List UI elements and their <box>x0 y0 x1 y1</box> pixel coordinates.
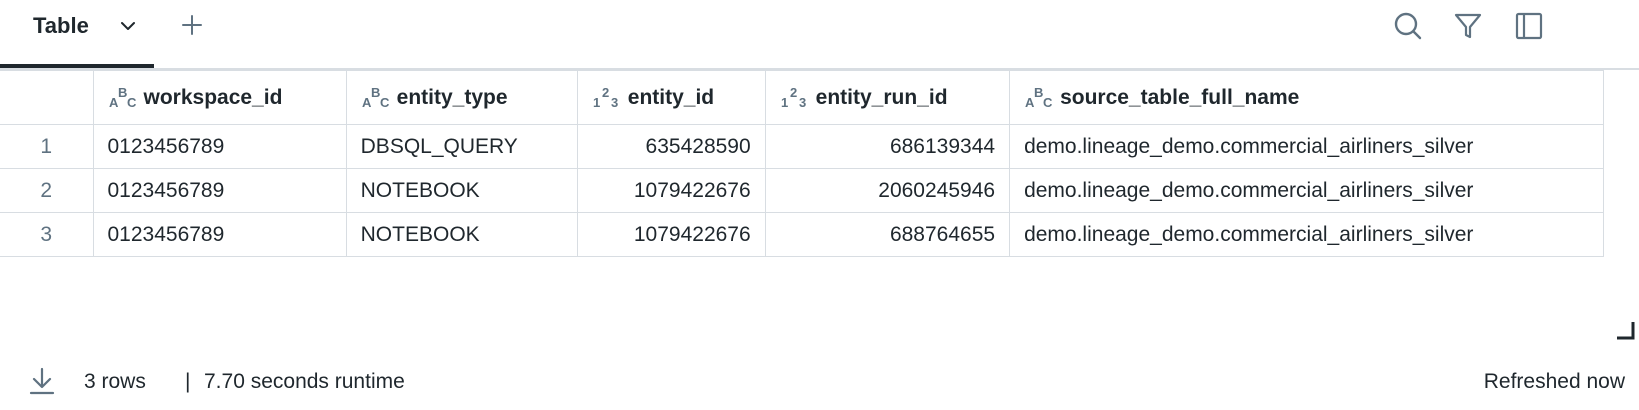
svg-text:C: C <box>127 95 137 110</box>
svg-text:A: A <box>1025 95 1035 110</box>
column-header-entity-run-id[interactable]: 1 2 3 entity_run_id <box>764 70 1011 125</box>
tab-table[interactable]: Table <box>0 0 154 68</box>
refreshed-status: Refreshed now <box>1483 370 1625 393</box>
table-cell[interactable]: 0123456789 <box>92 212 347 257</box>
results-table: A B C workspace_id A B C entity_type 1 2… <box>0 70 1604 257</box>
sidebar-panel-icon[interactable] <box>1513 10 1545 42</box>
resize-handle-icon[interactable] <box>1615 320 1635 340</box>
num-type-icon: 1 2 3 <box>593 85 618 110</box>
svg-text:2: 2 <box>790 85 797 100</box>
row-number: 2 <box>0 168 94 213</box>
table-cell[interactable]: DBSQL_QUERY <box>345 124 578 169</box>
table-cell[interactable]: NOTEBOOK <box>345 168 578 213</box>
column-label: source_table_full_name <box>1060 85 1300 109</box>
table-cell[interactable]: 1079422676 <box>576 212 766 257</box>
runtime-text: 7.70 seconds runtime <box>204 370 405 393</box>
column-label: entity_run_id <box>815 85 948 109</box>
plus-icon[interactable] <box>179 12 205 38</box>
row-count: 3 rows <box>84 370 146 393</box>
results-tab-bar: Table <box>0 0 1639 68</box>
svg-text:3: 3 <box>799 95 806 110</box>
column-label: entity_type <box>396 85 508 109</box>
row-number-header <box>0 70 94 125</box>
column-header-entity-type[interactable]: A B C entity_type <box>345 70 578 125</box>
table-cell[interactable]: 2060245946 <box>764 168 1011 213</box>
table-cell[interactable]: demo.lineage_demo.commercial_airliners_s… <box>1009 212 1604 257</box>
table-cell[interactable]: demo.lineage_demo.commercial_airliners_s… <box>1009 168 1604 213</box>
svg-text:3: 3 <box>611 95 618 110</box>
tab-bar-divider <box>0 68 1639 70</box>
column-label: workspace_id <box>143 85 283 109</box>
download-icon[interactable] <box>28 366 56 396</box>
abc-type-icon: A B C <box>1025 85 1053 110</box>
column-label: entity_id <box>627 85 715 109</box>
column-header-entity-id[interactable]: 1 2 3 entity_id <box>576 70 766 125</box>
header-row: A B C workspace_id A B C entity_type 1 2… <box>0 70 1604 125</box>
table-row: 1 0123456789 DBSQL_QUERY 635428590 68613… <box>0 124 1604 169</box>
table-cell[interactable]: 686139344 <box>764 124 1011 169</box>
abc-type-icon: A B C <box>362 85 390 110</box>
svg-text:C: C <box>380 95 390 110</box>
chevron-down-icon[interactable] <box>116 14 140 38</box>
footer-separator: | <box>185 370 191 393</box>
svg-text:2: 2 <box>602 85 609 100</box>
svg-text:B: B <box>118 85 127 100</box>
column-header-workspace-id[interactable]: A B C workspace_id <box>92 70 347 125</box>
svg-text:1: 1 <box>593 95 600 110</box>
svg-text:A: A <box>109 95 119 110</box>
table-cell[interactable]: 635428590 <box>576 124 766 169</box>
abc-type-icon: A B C <box>109 85 137 110</box>
table-cell[interactable]: 0123456789 <box>92 168 347 213</box>
svg-text:B: B <box>371 85 380 100</box>
column-header-source-table-full-name[interactable]: A B C source_table_full_name <box>1009 70 1604 125</box>
table-row: 3 0123456789 NOTEBOOK 1079422676 6887646… <box>0 212 1604 257</box>
table-cell[interactable]: 688764655 <box>764 212 1011 257</box>
svg-text:A: A <box>362 95 372 110</box>
svg-text:C: C <box>1043 95 1053 110</box>
table-cell[interactable]: 0123456789 <box>92 124 347 169</box>
tab-table-label: Table <box>33 13 89 38</box>
filter-icon[interactable] <box>1452 10 1484 42</box>
active-tab-indicator <box>0 64 154 68</box>
table-cell[interactable]: demo.lineage_demo.commercial_airliners_s… <box>1009 124 1604 169</box>
num-type-icon: 1 2 3 <box>781 85 806 110</box>
svg-text:B: B <box>1034 85 1043 100</box>
results-footer: 3 rows | 7.70 seconds runtime Refreshed … <box>0 360 1639 404</box>
row-number: 3 <box>0 212 94 257</box>
search-icon[interactable] <box>1392 10 1424 42</box>
row-number: 1 <box>0 124 94 169</box>
svg-text:1: 1 <box>781 95 788 110</box>
table-row: 2 0123456789 NOTEBOOK 1079422676 2060245… <box>0 168 1604 213</box>
table-cell[interactable]: 1079422676 <box>576 168 766 213</box>
table-cell[interactable]: NOTEBOOK <box>345 212 578 257</box>
